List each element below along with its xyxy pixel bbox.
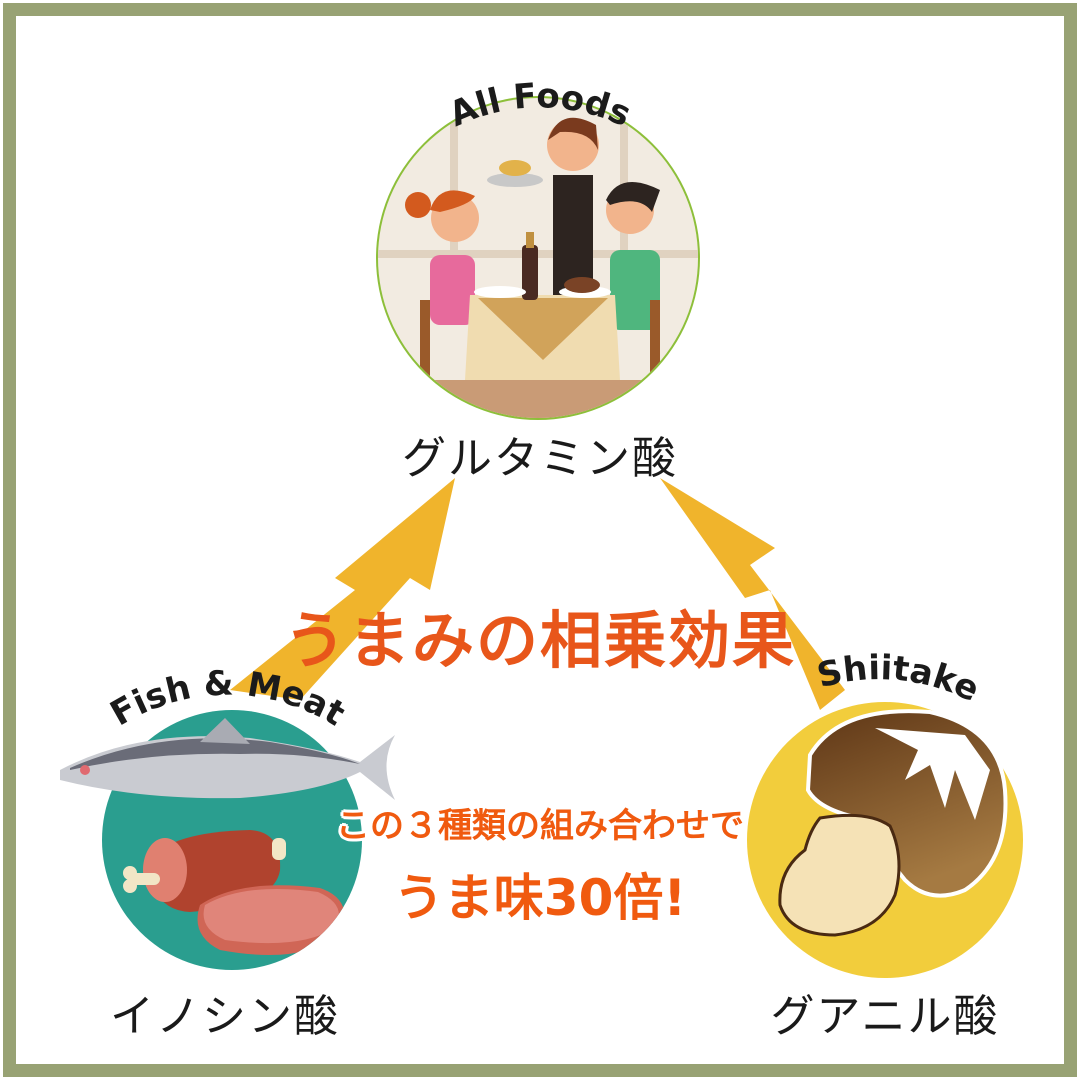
meat-illustration (143, 830, 345, 955)
label-inosinic-acid: イノシン酸 (110, 991, 340, 1042)
subtext-combination: この３種類の組み合わせで (336, 806, 744, 846)
node-shiitake (747, 702, 1023, 978)
shiitake-illustration (778, 709, 1008, 937)
subtext-umami-30x: うま味30倍! (393, 869, 687, 927)
node-fish-meat (60, 710, 395, 970)
label-guanylic-acid: グアニル酸 (770, 991, 1000, 1042)
arrow-left (230, 478, 455, 700)
node-all-foods (376, 96, 700, 420)
tuna-illustration (60, 718, 395, 800)
label-glutamic-acid: グルタミン酸 (402, 433, 678, 484)
bone-icon (123, 838, 286, 893)
headline-synergy: うまみの相乗効果 (283, 604, 796, 677)
arrow-right (660, 478, 845, 710)
restaurant-illustration (378, 98, 698, 418)
